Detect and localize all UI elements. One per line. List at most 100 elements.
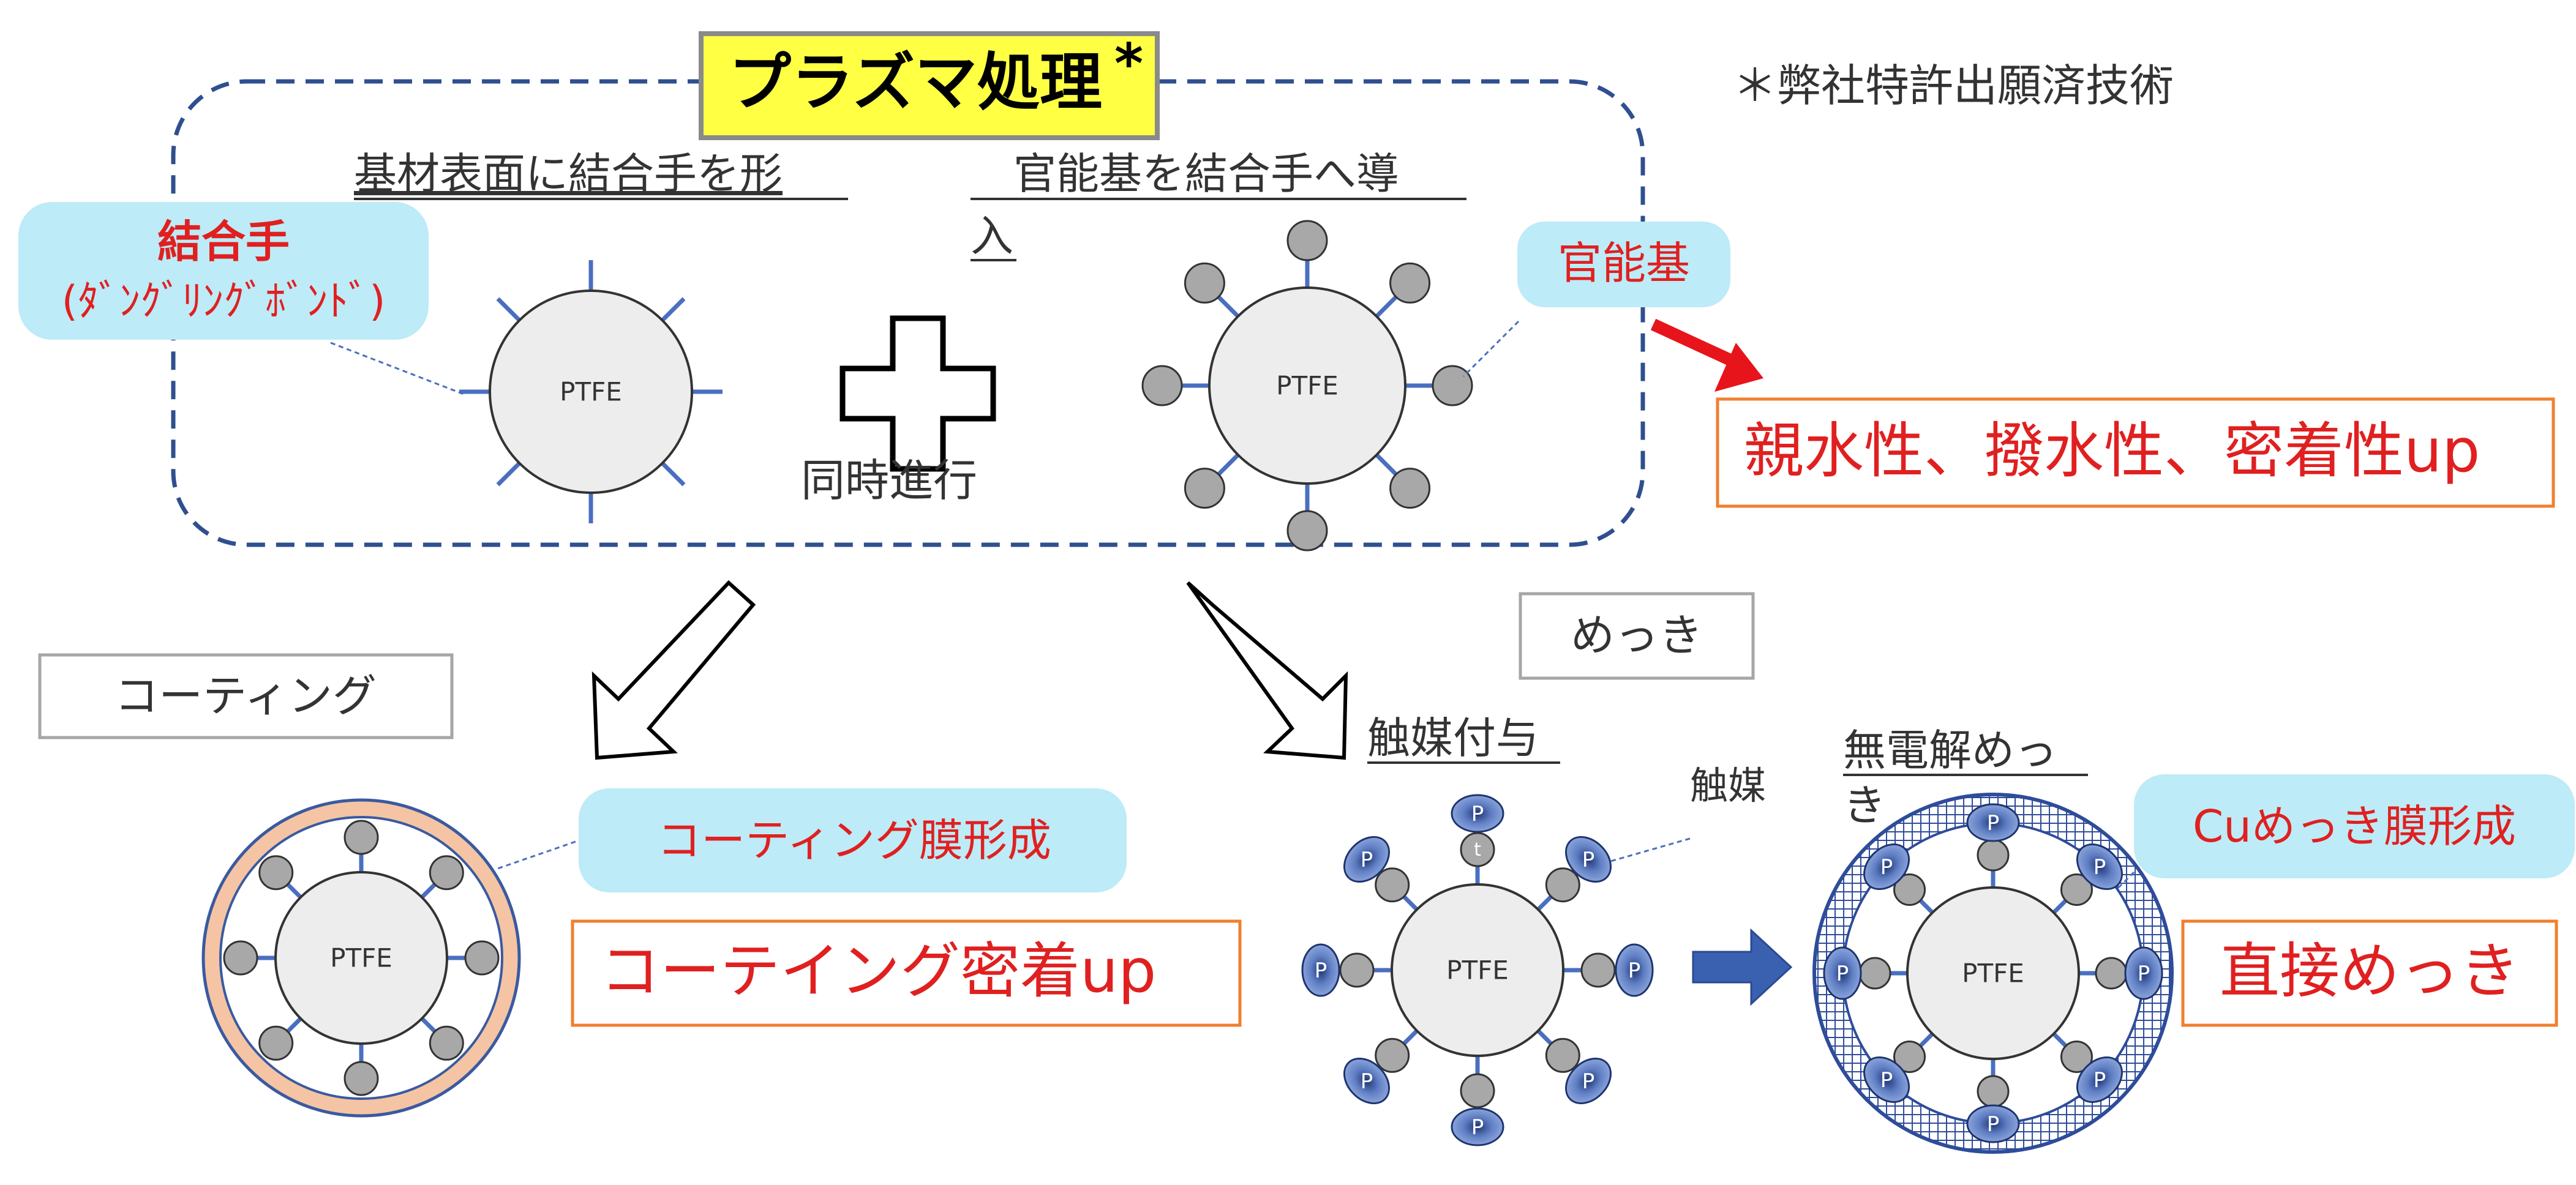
functional-group	[1375, 867, 1410, 903]
catalyst-symbol: P	[1836, 962, 1849, 986]
functional-group	[1545, 1037, 1580, 1073]
functional-group	[1389, 468, 1431, 509]
catalyst-symbol: P	[1471, 1115, 1484, 1140]
catalyst: P	[1823, 946, 1862, 1000]
box-plating-text: めっき	[1571, 610, 1703, 661]
catalyst-blob	[1966, 1104, 2020, 1143]
catalyst: P	[1863, 1056, 1910, 1103]
ptfe-particle-bonds: PTFE	[459, 260, 723, 523]
functional-group	[2060, 1040, 2093, 1073]
catalyst: P	[2076, 843, 2123, 891]
functional-group	[1389, 262, 1431, 304]
catalyst: P	[1863, 843, 1910, 891]
ptfe-core	[1906, 886, 2080, 1060]
functional-group	[1184, 468, 1225, 509]
catalyst: P	[2076, 1056, 2123, 1103]
callout-cu-film-text: Cuめっき膜形成	[2193, 801, 2516, 852]
catalyst-symbol: P	[1582, 1069, 1595, 1094]
callout-coating-leader	[495, 840, 576, 870]
functional-group	[1339, 952, 1375, 988]
functional-group	[1977, 1075, 2010, 1108]
functional-group	[2095, 957, 2128, 990]
ptfe-label: PTFE	[1446, 955, 1509, 985]
callout-coating-film-text: コーティング膜形成	[657, 815, 1051, 866]
catalyst-symbol: P	[1987, 811, 2000, 835]
dangling-bond	[661, 297, 686, 322]
callout-bond-title: 結合手	[157, 216, 290, 267]
catalyst-symbol: P	[1880, 1068, 1893, 1093]
red-arrow-shaft	[1650, 318, 1736, 367]
ptfe-label: PTFE	[1276, 371, 1339, 401]
functional-group	[1893, 1040, 1926, 1073]
simultaneous-label: 同時進行	[801, 455, 977, 506]
dangling-bond	[496, 462, 521, 487]
catalyst: P	[1565, 835, 1612, 883]
callout-functional-leader	[1462, 320, 1520, 378]
ptfe-label: PTFE	[1962, 959, 2024, 989]
bond-line	[1536, 1029, 1553, 1045]
bond-line	[1536, 895, 1553, 911]
catalyst-leader	[1604, 837, 1691, 864]
bond-line	[1217, 295, 1240, 318]
ptfe-core	[489, 290, 693, 494]
catalyst-blob	[1451, 1107, 1504, 1146]
catalyst-step-label: 触媒付与	[1367, 713, 1539, 763]
callout-coating-film	[579, 788, 1127, 892]
functional-group	[429, 1025, 464, 1061]
result-plasma-box	[1716, 397, 2555, 508]
electroless-label-cont: き	[1843, 780, 1886, 831]
functional-group	[344, 1061, 379, 1096]
bond-line	[2052, 899, 2068, 914]
title-asterisk: *	[1114, 32, 1143, 96]
catalyst-symbol: P	[2138, 962, 2150, 986]
functional-group	[1977, 839, 2010, 872]
catalyst-blob	[1343, 835, 1390, 883]
bond-line	[1402, 1029, 1419, 1045]
callout-functional	[1517, 222, 1730, 307]
catalyst: P	[1343, 1058, 1390, 1105]
callout-bond-leader	[330, 342, 466, 396]
catalyst: P	[1615, 943, 1654, 997]
callout-bond-sub: (ﾀﾞﾝｸﾞﾘﾝｸﾞﾎﾞﾝﾄﾞ)	[61, 277, 385, 326]
ptfe-particle-plated: P P P P P P P P PTFE	[1812, 793, 2174, 1154]
functional-group	[2060, 873, 2093, 907]
ptfe-particle-coated: PTFE	[201, 798, 521, 1118]
catalyst-symbol: P	[1880, 855, 1893, 880]
result-direct-box	[2181, 919, 2558, 1027]
catalyst-symbol: P	[1582, 848, 1595, 872]
step1-label: 基材表面に結合手を形	[354, 149, 783, 199]
catalyst: P	[1301, 943, 1340, 997]
arrow-to-catalyst	[1186, 581, 1348, 760]
catalyst: P	[1966, 1104, 2020, 1143]
ptfe-core	[274, 871, 448, 1045]
catalyst: P	[1451, 794, 1504, 833]
ptfe-core	[1208, 286, 1406, 485]
functional-group	[1141, 365, 1183, 406]
blue-arrow	[1692, 928, 1793, 1006]
functional-group	[1432, 365, 1473, 406]
box-plating	[1519, 592, 1755, 680]
bond-line	[1402, 895, 1419, 911]
catalyst: P	[2124, 946, 2163, 1000]
catalyst-label: 触媒	[1690, 763, 1766, 808]
catalyst-blob	[1451, 794, 1504, 833]
functional-group	[1460, 832, 1495, 867]
callout-cu-film	[2134, 774, 2575, 878]
functional-group	[1375, 1037, 1410, 1073]
catalyst-blob	[1615, 943, 1654, 997]
result-direct-text: 直接めっき	[2220, 936, 2520, 1006]
bond-line	[286, 883, 302, 899]
callout-cu-leader	[2117, 871, 2135, 889]
patent-note: ＊弊社特許出願済技術	[1733, 60, 2174, 111]
ptfe-core	[1391, 883, 1564, 1057]
result-plasma-text: 親水性、撥水性、密着性up	[1744, 416, 2480, 486]
result-coating-text: コーテイング密着up	[600, 936, 1156, 1006]
functional-group	[429, 855, 464, 891]
catalyst-blob	[1823, 946, 1862, 1000]
bond-line	[1918, 899, 1934, 914]
functional-group	[1580, 952, 1616, 988]
catalyst-symbol: P	[1987, 1112, 2000, 1137]
catalyst-small-symbol: t	[1474, 839, 1481, 861]
functional-group	[1893, 873, 1926, 907]
